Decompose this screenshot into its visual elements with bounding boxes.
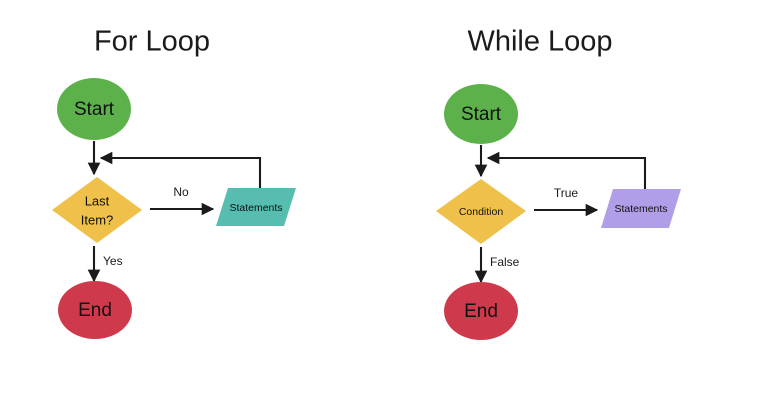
for-loop-edge-process-to-decision-loopback [99, 151, 262, 188]
while-loop-start-node: Start [444, 84, 518, 144]
while-loop-end-label: End [464, 301, 498, 322]
for-loop-decision-diamond [52, 177, 142, 243]
while-loop-title: While Loop [467, 26, 612, 58]
for-loop-start-ellipse [57, 78, 131, 140]
for-loop-diagram: For Loop Start Last Item? No Statements [52, 26, 296, 339]
for-loop-decision-node: Last Item? [52, 177, 142, 243]
while-loop-end-ellipse [444, 282, 518, 340]
for-loop-edge-label-yes: Yes [103, 254, 123, 268]
for-loop-process-label: Statements [229, 202, 282, 214]
while-loop-process-parallelogram [601, 189, 681, 228]
for-loop-end-ellipse [58, 281, 132, 339]
while-loop-edge-label-false: False [490, 255, 520, 269]
while-loop-decision-diamond [436, 179, 526, 244]
while-loop-edge-label-true: True [554, 186, 579, 200]
while-loop-start-label: Start [461, 104, 502, 125]
while-loop-diagram: While Loop Start Condition True Statemen… [436, 26, 681, 340]
for-loop-start-node: Start [57, 78, 131, 140]
for-loop-end-label: End [78, 300, 112, 321]
while-loop-decision-node: Condition [436, 179, 526, 244]
for-loop-edge-label-no: No [173, 185, 189, 199]
for-loop-start-label: Start [74, 99, 115, 120]
for-loop-decision-label-line1: Last [85, 193, 110, 208]
while-loop-start-ellipse [444, 84, 518, 144]
while-loop-process-node: Statements [601, 189, 681, 228]
for-loop-title: For Loop [94, 26, 210, 58]
for-loop-process-node: Statements [216, 188, 296, 226]
while-loop-decision-label-line1: Condition [459, 206, 504, 218]
for-loop-decision-label-line2: Item? [81, 212, 114, 227]
for-loop-process-parallelogram [216, 188, 296, 226]
while-loop-edge-process-to-decision-loopback [486, 151, 647, 189]
while-loop-process-label: Statements [614, 203, 667, 215]
while-loop-end-node: End [444, 282, 518, 340]
for-loop-end-node: End [58, 281, 132, 339]
